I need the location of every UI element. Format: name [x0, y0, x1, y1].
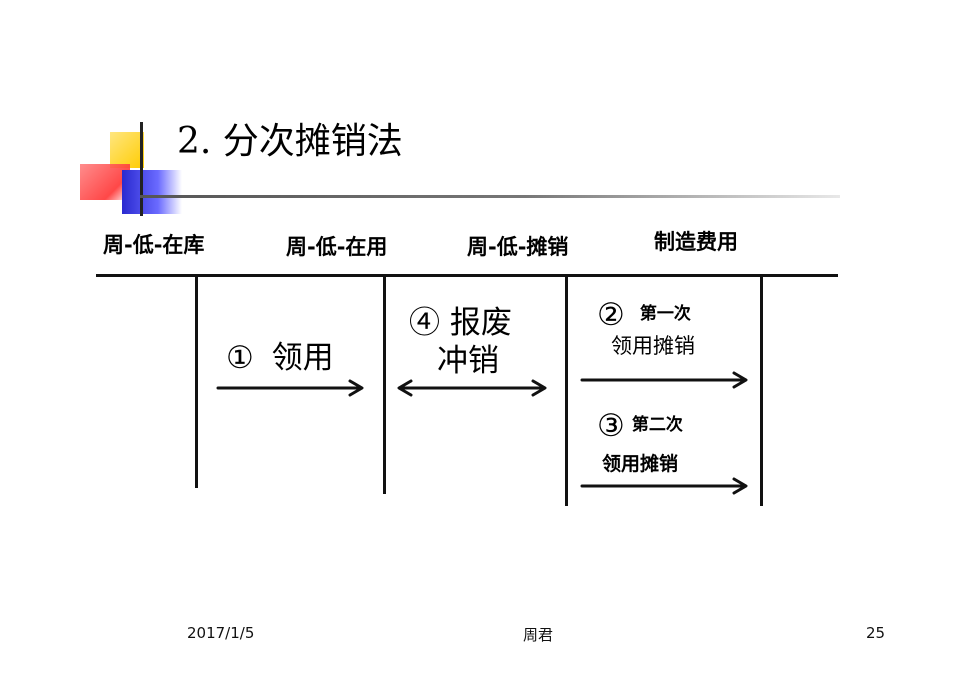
blue-square	[122, 170, 182, 214]
entry-2-label: 第一次	[639, 304, 691, 324]
page-title: 2. 分次摊销法	[177, 121, 403, 162]
t-account-divider-2	[383, 276, 386, 494]
t-account-top-line	[96, 274, 838, 277]
logo-decoration	[80, 122, 190, 218]
t-account-divider-4	[760, 276, 763, 506]
red-square	[80, 164, 130, 200]
footer-date: 2017/1/5	[187, 624, 255, 642]
entry-2-arrow	[580, 371, 748, 389]
entry-2-number: ②	[597, 297, 625, 333]
yellow-square	[110, 132, 144, 168]
account-label-manufacturing-cost: 制造费用	[654, 230, 738, 254]
account-label-in-stock: 周-低-在库	[103, 233, 205, 257]
entry-2-text: 领用摊销	[611, 334, 695, 358]
entry-1-label: ① 领用	[226, 340, 334, 376]
entry-4-line2: 冲销	[437, 343, 499, 379]
logo-vertical-bar	[140, 122, 143, 216]
footer-author: 周君	[523, 626, 554, 644]
entry-1-arrow	[216, 379, 364, 397]
footer-page-number: 25	[866, 624, 886, 642]
entry-3-arrow	[580, 477, 748, 495]
entry-3-text: 领用摊销	[602, 453, 679, 475]
account-label-in-use: 周-低-在用	[286, 235, 388, 259]
entry-1-number: ①	[226, 340, 254, 376]
title-underline	[140, 195, 840, 198]
t-account-divider-1	[195, 276, 198, 488]
account-label-amortization: 周-低-摊销	[467, 235, 569, 259]
entry-3-header: ③ 第二次	[597, 408, 683, 444]
entry-2-header: ② 第一次	[597, 297, 691, 333]
entry-3-label: 第二次	[631, 415, 683, 435]
entry-4-line1: ④ 报废	[409, 305, 512, 341]
entry-1-text: 领用	[271, 340, 334, 376]
entry-4-double-arrow	[397, 379, 547, 397]
entry-3-number: ③	[597, 408, 625, 444]
t-account-divider-3	[565, 276, 568, 506]
